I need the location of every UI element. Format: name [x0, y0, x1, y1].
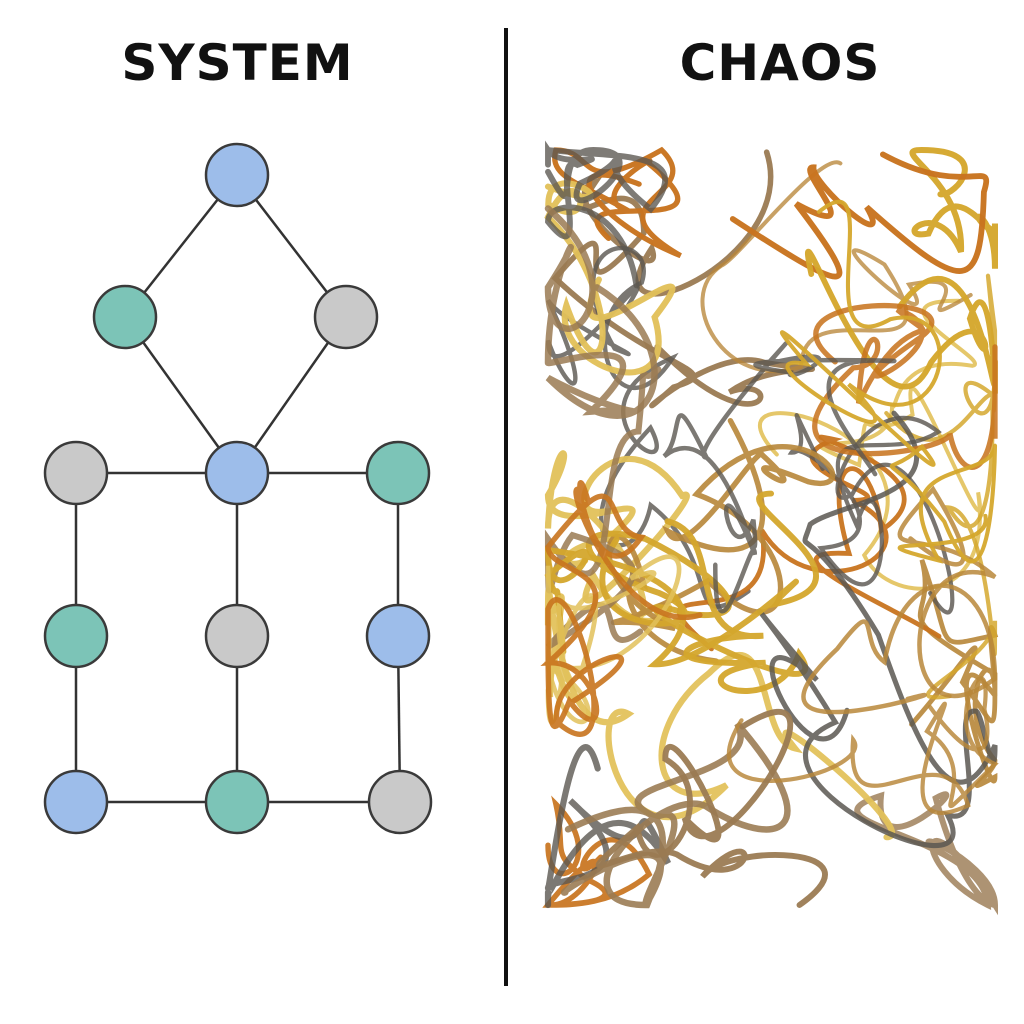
system-network-diagram — [43, 142, 433, 835]
chaos-strand — [560, 721, 791, 909]
chaos-strand — [801, 485, 998, 715]
chaos-strand — [542, 795, 653, 908]
center-divider — [504, 28, 508, 986]
node-n5-blue — [204, 440, 270, 506]
chaos-strand — [854, 791, 999, 916]
chaos-strand — [812, 302, 998, 470]
chaos-title: CHAOS — [679, 34, 881, 92]
chaos-strand — [909, 146, 999, 269]
chaos-strand — [545, 245, 751, 609]
node-n3-gray — [313, 284, 379, 350]
node-n8-gray — [204, 603, 270, 669]
chaos-strand — [662, 341, 897, 614]
chaos-strand — [758, 298, 982, 591]
system-title: SYSTEM — [121, 34, 354, 92]
node-n1-blue — [204, 142, 270, 208]
node-n10-blue — [43, 769, 109, 835]
chaos-strand — [726, 676, 999, 815]
node-n12-gray — [367, 769, 433, 835]
node-n11-teal — [204, 769, 270, 835]
node-n4-gray — [43, 440, 109, 506]
chaos-strand — [540, 480, 703, 737]
node-n2-teal — [92, 284, 158, 350]
chaos-strand — [779, 199, 998, 564]
chaos-strand — [606, 418, 836, 664]
node-n7-teal — [43, 603, 109, 669]
chaos-strand — [544, 205, 658, 419]
chaos-strand — [595, 708, 828, 908]
node-n6-teal — [365, 440, 431, 506]
chaos-strand — [756, 410, 998, 849]
node-n9-blue — [365, 603, 431, 669]
chaos-strand — [676, 434, 942, 652]
